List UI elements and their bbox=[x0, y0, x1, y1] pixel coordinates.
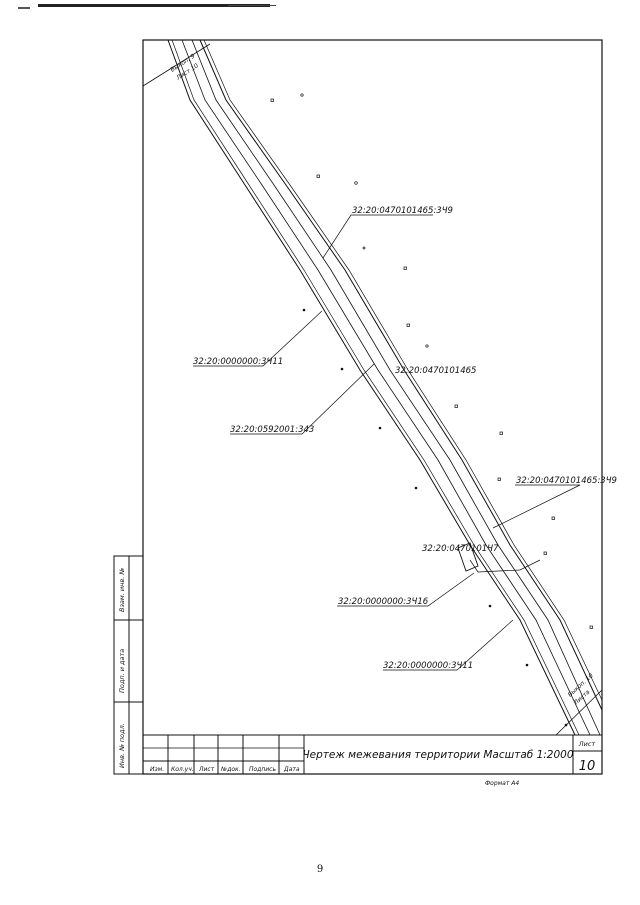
parcel-label: 32:20:0000000:3Ч11 bbox=[193, 357, 283, 367]
parcel-label: 32:20:0592001:343 bbox=[230, 425, 314, 435]
side-stamp-cell-replaced: Взам. инв. № bbox=[118, 568, 126, 612]
parcel-label: 32:20:0470101465:3Ч9 bbox=[352, 206, 453, 216]
road-right-edge bbox=[199, 39, 603, 711]
parcel-label: 32:20:0470101Ч7 bbox=[422, 544, 499, 554]
column-header: №док. bbox=[220, 766, 241, 773]
junction-outline bbox=[457, 542, 479, 572]
carriageway-right bbox=[191, 39, 601, 736]
format-note: Формат А4 bbox=[485, 780, 519, 787]
column-header: Лист bbox=[198, 766, 215, 773]
drawing-frame bbox=[142, 39, 603, 775]
sheet-ref-bottom: Выкоп. 10 Листа bbox=[567, 672, 595, 707]
parcel-label: 32:20:0470101465:3Ч9 bbox=[516, 476, 617, 486]
column-header: Изм. bbox=[150, 766, 164, 773]
title-block-columns: Изм. Кол.уч. Лист №док. Подпись Дата bbox=[150, 766, 300, 773]
road-left-edge-2 bbox=[171, 39, 580, 736]
column-header: Дата bbox=[283, 766, 300, 773]
survey-points bbox=[270, 93, 593, 629]
parcel-labels: 32:20:0470101465:3Ч9 32:20:0000000:3Ч11 … bbox=[193, 206, 617, 671]
sheet-label: Лист bbox=[578, 740, 596, 748]
carriageway-left bbox=[181, 39, 591, 736]
drawing-title: Чертеж межевания территории Масштаб 1:20… bbox=[302, 749, 573, 761]
map-area bbox=[142, 39, 603, 736]
side-stamp bbox=[113, 555, 144, 775]
side-stamp-cell-signature: Подп. и дата bbox=[118, 649, 126, 693]
column-header: Кол.уч. bbox=[171, 766, 194, 773]
survey-dots bbox=[302, 308, 568, 727]
page-number: 9 bbox=[316, 864, 324, 875]
scan-artifact bbox=[18, 4, 276, 9]
road-right-edge-2 bbox=[203, 39, 603, 701]
road-left-edge bbox=[167, 39, 576, 736]
column-header: Подпись bbox=[249, 766, 276, 773]
parcel-label: 32:20:0000000:3Ч16 bbox=[338, 597, 429, 607]
parcel-label: 32:20:0000000:3Ч11 bbox=[383, 661, 473, 671]
label-leaders bbox=[193, 214, 581, 671]
sheet-match-line-top bbox=[142, 43, 211, 87]
side-stamp-cell-inventory: Инв. № подл. bbox=[118, 723, 126, 768]
title-block bbox=[142, 734, 603, 775]
sheet-number: 10 bbox=[579, 759, 596, 774]
side-road bbox=[469, 559, 541, 573]
parcel-label: 32:20:0470101465 bbox=[395, 366, 476, 376]
